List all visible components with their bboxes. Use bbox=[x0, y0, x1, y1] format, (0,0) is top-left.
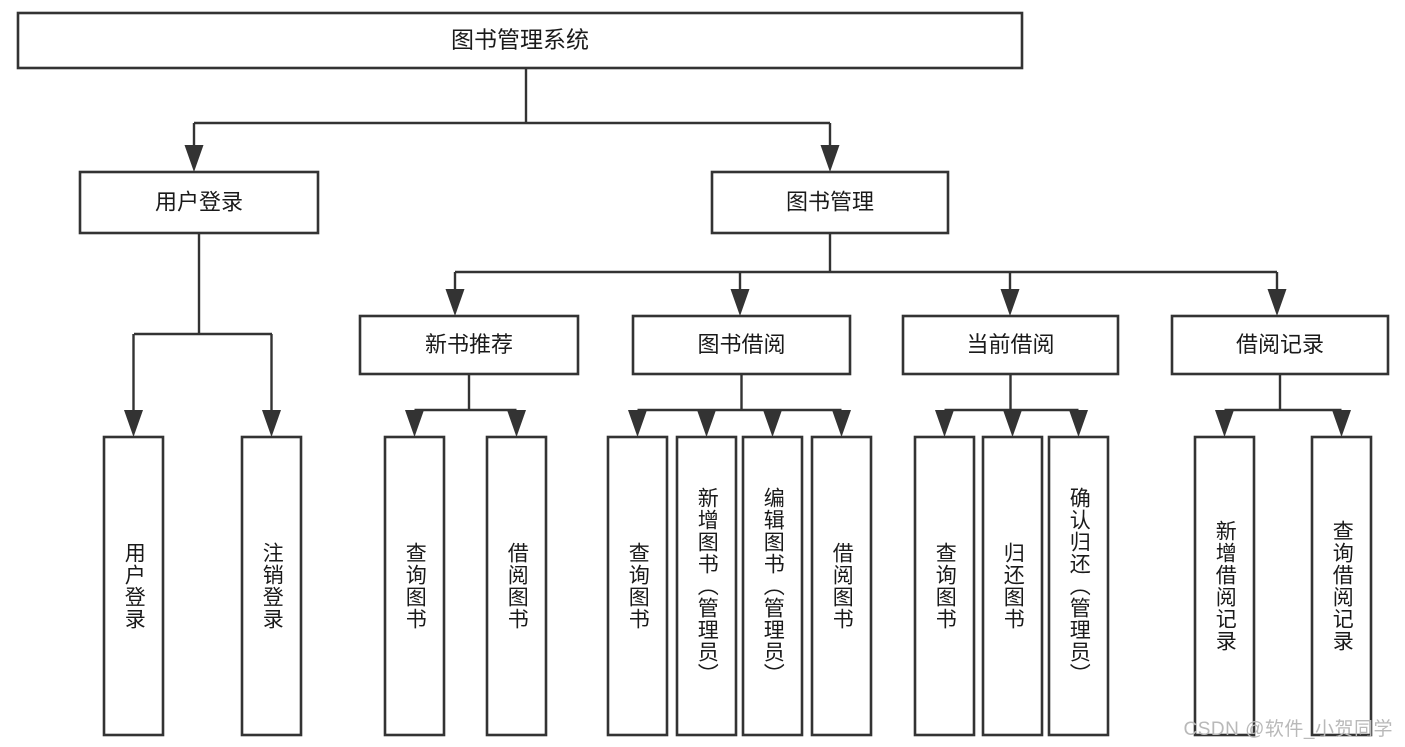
node-box-leaf-current-return[interactable] bbox=[981, 435, 1044, 737]
node-box-leaf-recommend-borrow[interactable] bbox=[485, 435, 548, 737]
arrow-head-icon bbox=[262, 410, 281, 437]
boxes-layer bbox=[16, 11, 1390, 737]
arrow-head-icon bbox=[507, 410, 526, 437]
node-box-leaf-borrow-add[interactable] bbox=[675, 435, 738, 737]
node-label-borrow-record: 借阅记录 bbox=[1236, 332, 1324, 357]
node-box-book-borrow[interactable] bbox=[631, 314, 852, 376]
node-box-leaf-user-logout[interactable] bbox=[240, 435, 303, 737]
node-label-new-book-recommend: 新书推荐 bbox=[425, 332, 513, 357]
arrow-head-icon bbox=[1069, 410, 1088, 437]
arrow-head-icon bbox=[832, 410, 851, 437]
node-label-root: 图书管理系统 bbox=[451, 27, 589, 53]
arrow-head-icon bbox=[445, 289, 465, 316]
node-box-root[interactable] bbox=[16, 11, 1024, 70]
node-label-book-manage: 图书管理 bbox=[786, 189, 874, 214]
node-box-new-book-recommend[interactable] bbox=[358, 314, 580, 376]
node-box-user-login[interactable] bbox=[78, 170, 320, 235]
node-label-book-borrow: 图书借阅 bbox=[697, 332, 785, 357]
arrow-head-icon bbox=[405, 410, 424, 437]
node-box-leaf-current-confirm[interactable] bbox=[1047, 435, 1110, 737]
node-box-current-borrow[interactable] bbox=[901, 314, 1120, 376]
node-box-leaf-borrow-lend[interactable] bbox=[810, 435, 873, 737]
arrow-head-icon bbox=[820, 145, 840, 172]
arrow-head-icon bbox=[1267, 289, 1287, 316]
arrow-head-icon bbox=[628, 410, 647, 437]
node-box-leaf-borrow-edit[interactable] bbox=[741, 435, 804, 737]
arrow-head-icon bbox=[763, 410, 782, 437]
arrow-head-icon bbox=[730, 289, 750, 316]
arrow-head-icon bbox=[1215, 410, 1234, 437]
node-label-current-borrow: 当前借阅 bbox=[966, 332, 1054, 357]
arrow-head-icon bbox=[124, 410, 143, 437]
node-box-borrow-record[interactable] bbox=[1170, 314, 1390, 376]
csdn-watermark: CSDN @软件_小贺同学 bbox=[1183, 719, 1393, 740]
arrow-head-icon bbox=[1000, 289, 1020, 316]
arrow-head-icon bbox=[935, 410, 954, 437]
node-box-leaf-record-query[interactable] bbox=[1310, 435, 1373, 737]
arrow-head-icon bbox=[697, 410, 716, 437]
node-box-leaf-recommend-query[interactable] bbox=[383, 435, 446, 737]
connectors-layer bbox=[124, 68, 1351, 437]
arrow-head-icon bbox=[1332, 410, 1351, 437]
node-box-leaf-user-login[interactable] bbox=[102, 435, 165, 737]
arrow-head-icon bbox=[184, 145, 204, 172]
arrow-head-icon bbox=[1003, 410, 1022, 437]
node-box-leaf-borrow-query[interactable] bbox=[606, 435, 669, 737]
node-box-book-manage[interactable] bbox=[710, 170, 950, 235]
node-box-leaf-current-query[interactable] bbox=[913, 435, 976, 737]
node-box-leaf-record-add[interactable] bbox=[1193, 435, 1256, 737]
node-label-user-login: 用户登录 bbox=[155, 189, 243, 214]
